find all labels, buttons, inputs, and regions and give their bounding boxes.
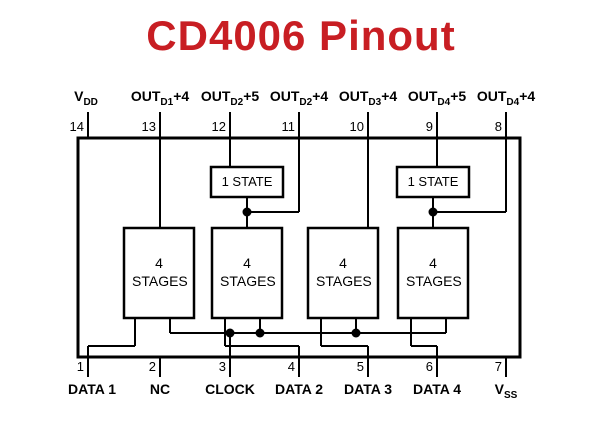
top-pin-stubs [87,112,507,138]
stage-box-3 [306,226,380,320]
page-title: CD4006 Pinout [146,12,456,59]
pin-number-13: 13 [141,119,156,134]
pin-label-data4: DATA 4 [413,381,461,397]
junction-dots [225,207,438,338]
pin-number-14: 14 [69,119,84,134]
pin-number-3: 3 [218,359,226,374]
pin-number-9: 9 [425,119,433,134]
pin-label-out-d2-5: OUTD2+5 [200,88,260,108]
stage-box-1-label: 4 STAGES [132,255,188,289]
pin-number-7: 7 [494,359,502,374]
stage-box-4 [396,226,470,320]
stage-box-3-label: 4 STAGES [316,255,372,289]
pin-number-10: 10 [349,119,364,134]
pin-label-out-d1-4: OUTD1+4 [130,88,190,108]
pin-label-vss: VSS [494,381,518,401]
state-box-1-label: 1 STATE [221,174,273,189]
pin-label-out-d4-5: OUTD4+5 [407,88,467,108]
pin-label-clock: CLOCK [205,381,255,397]
pin-number-4: 4 [287,359,295,374]
state-box-2 [395,165,471,199]
pin-label-data3: DATA 3 [344,381,392,397]
state-box-1 [209,165,285,199]
pin-label-data1: DATA 1 [68,381,116,397]
pin-label-nc: NC [149,381,171,397]
pin-label-out-d3-4: OUTD3+4 [338,88,398,108]
function-blocks [122,165,471,320]
pin-number-1: 1 [76,359,84,374]
stage-box-2-label: 4 STAGES [220,255,276,289]
stage-box-2 [210,226,284,320]
pin-label-data2: DATA 2 [275,381,323,397]
bottom-pin-stubs [87,357,507,377]
pin-number-11: 11 [281,119,296,134]
pin-number-6: 6 [425,359,433,374]
pin-label-vdd: VDD [74,88,98,108]
stage-box-4-label: 4 STAGES [406,255,462,289]
pin-label-out-d2-4: OUTD2+4 [269,88,329,108]
pin-label-out-d4-4: OUTD4+4 [476,88,536,108]
pin-number-8: 8 [494,119,502,134]
internal-wires [87,138,507,357]
pin-number-12: 12 [211,119,226,134]
pin-number-2: 2 [148,359,156,374]
stage-box-1 [122,226,196,320]
state-box-2-label: 1 STATE [407,174,459,189]
pin-number-5: 5 [356,359,364,374]
